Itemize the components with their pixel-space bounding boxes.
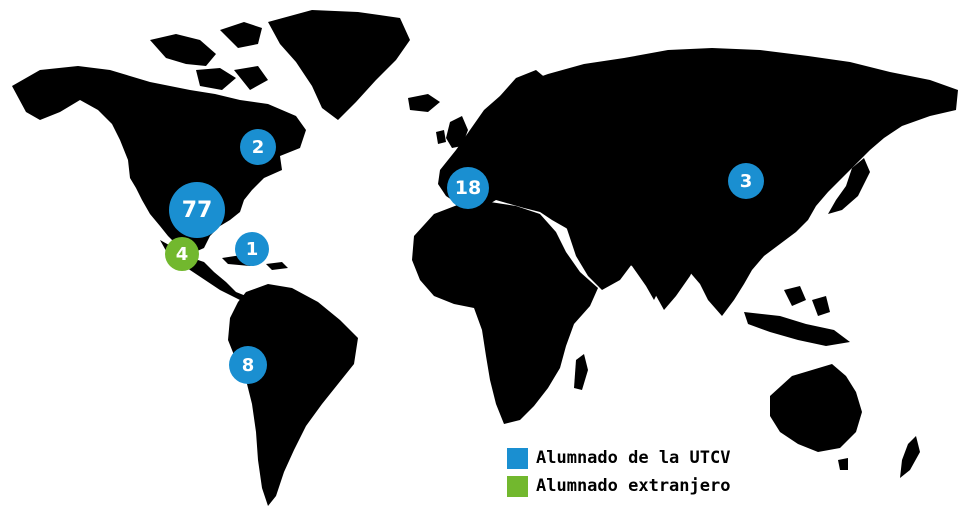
- madagascar-shape: [574, 354, 588, 390]
- south-america-shape: [228, 284, 358, 506]
- marker-usa[interactable]: 77: [169, 182, 225, 238]
- marker-china-value: 3: [739, 170, 753, 192]
- eurasia-shape: [438, 48, 958, 316]
- southeast-asia-islands-shape: [744, 286, 850, 346]
- british-isles-shape: [436, 116, 468, 148]
- africa-shape: [412, 202, 598, 424]
- marker-spain[interactable]: 18: [447, 167, 489, 209]
- legend-swatch-utcv: [507, 447, 528, 469]
- iceland-shape: [408, 94, 440, 112]
- australia-shape: [770, 364, 862, 452]
- legend-item-foreign: Alumnado extranjero: [507, 474, 730, 498]
- marker-mexico-value: 4: [175, 243, 189, 265]
- marker-usa-value: 77: [181, 197, 213, 223]
- scandinavia-shape: [490, 70, 548, 136]
- marker-mexico[interactable]: 4: [165, 237, 199, 271]
- india-shape: [640, 244, 700, 310]
- arctic-islands-shape: [150, 22, 268, 90]
- marker-canada-value: 2: [251, 136, 265, 158]
- legend-swatch-foreign: [507, 475, 528, 497]
- marker-south-america[interactable]: 8: [229, 346, 267, 384]
- marker-canada[interactable]: 2: [240, 129, 276, 165]
- oceania-islands-shape: [838, 436, 920, 478]
- marker-south-america-value: 8: [241, 354, 255, 376]
- legend-label-utcv: Alumnado de la UTCV: [536, 448, 731, 468]
- japan-shape: [828, 158, 870, 214]
- marker-caribbean[interactable]: 1: [235, 232, 269, 266]
- marker-spain-value: 18: [454, 177, 482, 199]
- arabia-shape: [566, 226, 632, 290]
- map-legend: Alumnado de la UTCV Alumnado extranjero: [507, 446, 730, 502]
- marker-caribbean-value: 1: [245, 238, 259, 260]
- north-america-shape: [12, 66, 306, 252]
- greenland-shape: [268, 10, 410, 120]
- marker-china[interactable]: 3: [728, 163, 764, 199]
- legend-label-foreign: Alumnado extranjero: [536, 476, 731, 496]
- legend-item-utcv: Alumnado de la UTCV: [507, 446, 730, 470]
